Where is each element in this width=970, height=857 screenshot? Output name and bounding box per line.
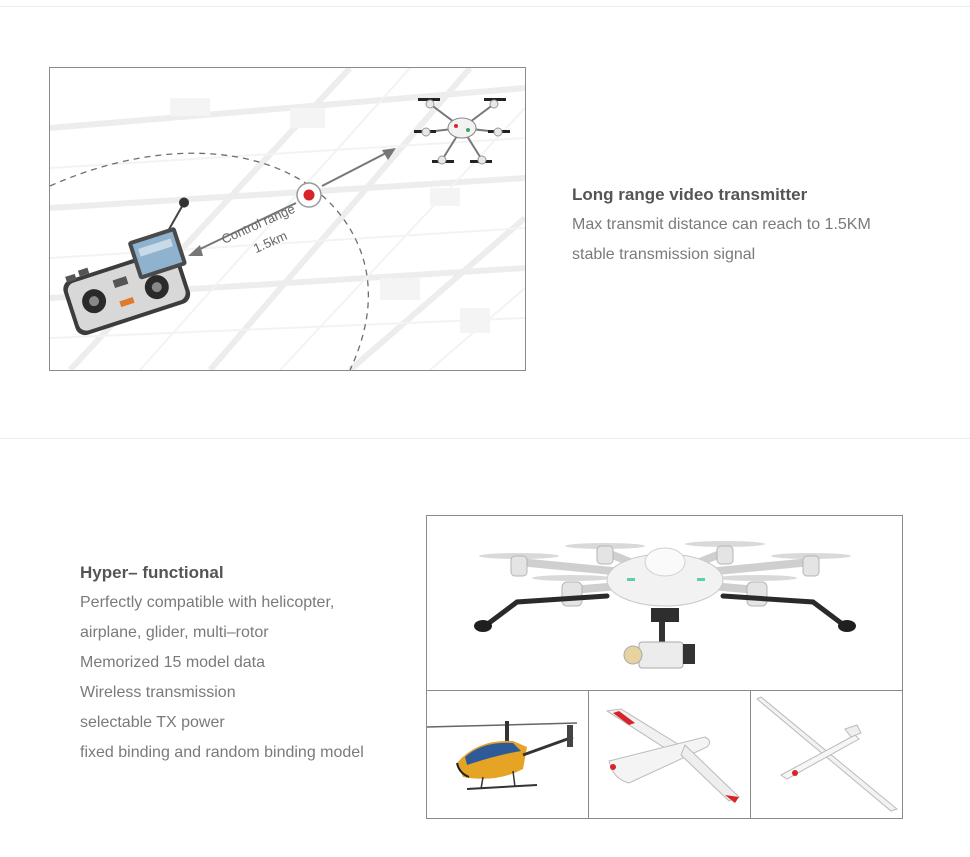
video-transmitter-line-1: Max transmit distance can reach to 1.5KM xyxy=(572,216,871,233)
arrow-head-controller xyxy=(188,245,203,256)
range-map-image: Control range 1.5km xyxy=(49,67,526,371)
glider-photo xyxy=(751,690,902,818)
hexacopter-icon xyxy=(414,98,510,165)
feature-line-2: airplane, glider, multi–rotor xyxy=(80,624,269,641)
compatible-models-image xyxy=(426,515,903,819)
feature-line-6: fixed binding and random binding model xyxy=(80,744,364,761)
arrow-head-drone xyxy=(382,148,396,160)
range-map-illustration: Control range 1.5km xyxy=(50,68,525,370)
video-transmitter-line-2: stable transmission signal xyxy=(572,246,756,263)
transmitter-icon xyxy=(63,197,191,336)
airplane-photo xyxy=(589,690,751,818)
range-arc xyxy=(50,152,369,370)
feature-line-3: Memorized 15 model data xyxy=(80,654,265,671)
hyper-functional-description: Hyper– functional Perfectly compatible w… xyxy=(80,562,420,768)
helicopter-photo xyxy=(427,690,589,818)
video-transmitter-description: Long range video transmitter Max transmi… xyxy=(572,184,952,270)
feature-line-1: Perfectly compatible with helicopter, xyxy=(80,594,335,611)
hexacopter-gimbal-icon xyxy=(474,541,856,669)
glider-icon xyxy=(756,696,899,812)
top-divider xyxy=(0,6,970,7)
hexacopter-photo xyxy=(427,516,902,691)
helicopter-icon xyxy=(427,721,578,790)
video-transmitter-heading: Long range video transmitter xyxy=(572,185,808,204)
hyper-functional-heading: Hyper– functional xyxy=(80,563,224,582)
airplane-icon xyxy=(605,708,740,803)
feature-line-5: selectable TX power xyxy=(80,714,225,731)
section-divider xyxy=(0,438,970,439)
feature-line-4: Wireless transmission xyxy=(80,684,236,701)
